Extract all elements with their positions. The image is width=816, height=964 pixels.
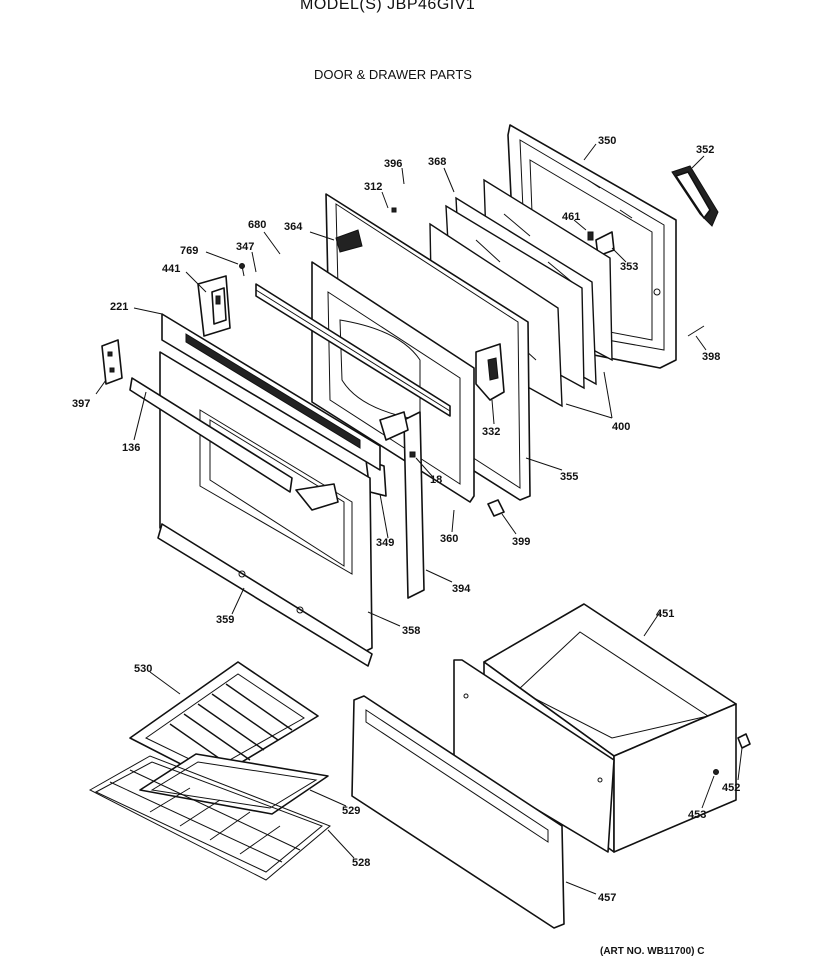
rail-347 [255, 283, 451, 417]
screw-453 [713, 769, 719, 775]
callout-355: 355 [560, 471, 578, 483]
art-number: (ART NO. WB11700) C [600, 946, 705, 957]
bracket-332 [475, 343, 505, 401]
callout-394: 394 [452, 583, 471, 595]
kick-panel-359 [157, 523, 373, 667]
oven-rack-528 [88, 755, 331, 881]
model-title: MODEL(S) JBP46GIV1 [300, 0, 476, 13]
hinge-394 [379, 411, 425, 599]
callout-400: 400 [612, 421, 630, 433]
callout-769: 769 [180, 245, 198, 257]
callout-451: 451 [656, 608, 674, 620]
callout-528: 528 [352, 857, 370, 869]
screw-398 [687, 325, 705, 337]
callout-18: 18 [430, 474, 442, 486]
drawer-front-457 [351, 695, 565, 929]
callout-347: 347 [236, 241, 254, 253]
gasket-352 [671, 165, 719, 227]
part-399 [487, 499, 505, 517]
screw-769 [239, 263, 245, 277]
bracket-441 [197, 275, 231, 337]
callout-350: 350 [598, 135, 616, 147]
callout-364: 364 [284, 221, 303, 233]
broiler-grid-530 [129, 661, 319, 781]
callout-221: 221 [110, 301, 128, 313]
clip-397 [101, 339, 123, 385]
trim-221 [161, 313, 381, 471]
callout-352: 352 [696, 144, 714, 156]
callout-360: 360 [440, 533, 458, 545]
callout-457: 457 [598, 892, 616, 904]
callout-680: 680 [248, 219, 266, 231]
callout-359: 359 [216, 614, 234, 626]
callout-396: 396 [384, 158, 402, 170]
callout-labels: 350 352 396 368 312 461 680 364 353 769 … [72, 135, 740, 904]
callout-441: 441 [162, 263, 180, 275]
door-liner-360 [311, 261, 475, 503]
callout-530: 530 [134, 663, 152, 675]
section-title: DOOR & DRAWER PARTS [314, 67, 472, 82]
callout-461: 461 [562, 211, 580, 223]
callout-136: 136 [122, 442, 140, 454]
callout-452: 452 [722, 782, 740, 794]
callout-398: 398 [702, 351, 720, 363]
callout-397: 397 [72, 398, 90, 410]
callout-399: 399 [512, 536, 530, 548]
callout-529: 529 [342, 805, 360, 817]
broiler-pan-529 [139, 753, 329, 815]
glide-452 [737, 733, 751, 749]
handle-136 [129, 377, 339, 511]
drawer-451 [453, 603, 737, 853]
callout-453: 453 [688, 809, 706, 821]
callout-312: 312 [364, 181, 382, 193]
callout-353: 353 [620, 261, 638, 273]
callout-332: 332 [482, 426, 500, 438]
callout-349: 349 [376, 537, 394, 549]
leader-lines [95, 143, 743, 895]
callout-368: 368 [428, 156, 446, 168]
callout-358: 358 [402, 625, 420, 637]
